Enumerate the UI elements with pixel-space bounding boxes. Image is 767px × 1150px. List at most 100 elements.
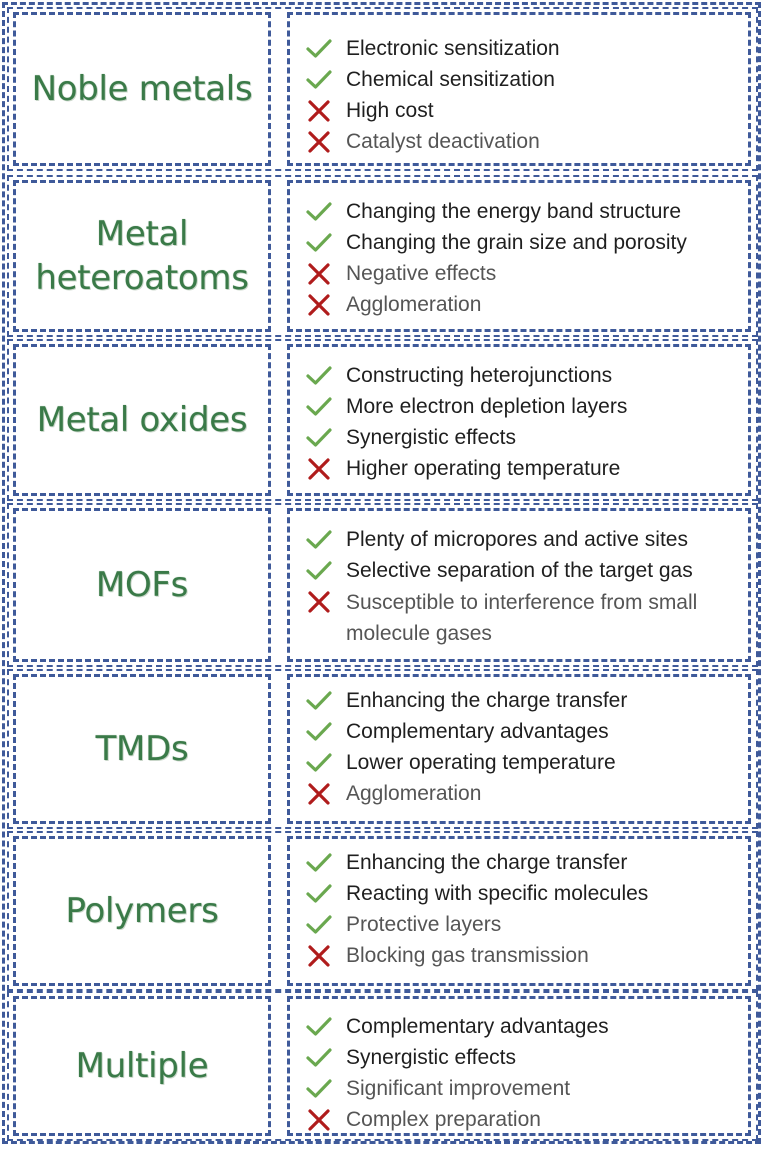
feature-text: Electronic sensitization bbox=[346, 37, 560, 60]
feature-item: Synergistic effects bbox=[306, 1043, 748, 1074]
cross-icon bbox=[306, 127, 346, 157]
feature-item: Complex preparation bbox=[306, 1105, 748, 1136]
feature-item: Catalyst deactivation bbox=[306, 127, 748, 158]
check-icon bbox=[306, 361, 346, 391]
feature-text: High cost bbox=[346, 99, 434, 122]
feature-text: Plenty of micropores and active sites bbox=[346, 528, 688, 551]
row-border bbox=[7, 503, 758, 667]
feature-item: More electron depletion layers bbox=[306, 392, 748, 423]
check-icon bbox=[306, 34, 346, 64]
check-icon bbox=[306, 556, 346, 586]
feature-item: Higher operating temperature bbox=[306, 454, 748, 485]
category-label: Metal oxides bbox=[36, 400, 248, 440]
row-polymers: Polymers Enhancing the charge transfer R… bbox=[7, 831, 758, 991]
category-box: Metal heteroatoms bbox=[13, 180, 271, 332]
features-box: Constructing heterojunctions More electr… bbox=[287, 344, 751, 496]
check-icon bbox=[306, 228, 346, 258]
row-metal-oxides: Metal oxides Constructing heterojunction… bbox=[7, 339, 758, 501]
check-icon bbox=[306, 423, 346, 453]
feature-item: Enhancing the charge transfer bbox=[306, 686, 748, 717]
check-icon bbox=[306, 197, 346, 227]
cross-icon bbox=[306, 779, 346, 809]
check-icon bbox=[306, 848, 346, 878]
row-tmds: TMDs Enhancing the charge transfer Compl… bbox=[7, 669, 758, 829]
feature-text: Selective separation of the target gas bbox=[346, 559, 693, 582]
feature-item: Protective layers bbox=[306, 910, 748, 941]
category-box: Polymers bbox=[13, 836, 271, 986]
check-icon bbox=[306, 748, 346, 778]
feature-item: Enhancing the charge transfer bbox=[306, 848, 748, 879]
row-border bbox=[7, 7, 758, 171]
features-box: Enhancing the charge transfer Complement… bbox=[287, 674, 751, 824]
category-label: Noble metals bbox=[31, 69, 253, 109]
feature-item: Electronic sensitization bbox=[306, 34, 748, 65]
feature-text: Enhancing the charge transfer bbox=[346, 851, 628, 874]
feature-text: Changing the energy band structure bbox=[346, 200, 682, 223]
row-border bbox=[7, 339, 758, 501]
feature-text: Complementary advantages bbox=[346, 720, 609, 743]
cross-icon bbox=[306, 587, 346, 617]
category-label: TMDs bbox=[95, 729, 189, 769]
category-box: MOFs bbox=[13, 508, 271, 662]
feature-text: Lower operating temperature bbox=[346, 751, 616, 774]
category-label: Polymers bbox=[65, 891, 219, 931]
feature-text: Negative effects bbox=[346, 262, 497, 285]
feature-text: Enhancing the charge transfer bbox=[346, 689, 628, 712]
category-box: Noble metals bbox=[13, 12, 271, 166]
row-border bbox=[7, 669, 758, 829]
feature-text: Chemical sensitization bbox=[346, 68, 555, 91]
feature-item: Chemical sensitization bbox=[306, 65, 748, 96]
row-mofs: MOFs Plenty of micropores and active sit… bbox=[7, 503, 758, 667]
category-box: Metal oxides bbox=[13, 344, 271, 496]
check-icon bbox=[306, 525, 346, 555]
feature-item: Constructing heterojunctions bbox=[306, 361, 748, 392]
feature-text: Synergistic effects bbox=[346, 426, 517, 449]
feature-item: Susceptible to interference from small m… bbox=[306, 587, 748, 649]
feature-text: Agglomeration bbox=[346, 782, 482, 805]
feature-item: Blocking gas transmission bbox=[306, 941, 748, 972]
feature-text: Significant improvement bbox=[346, 1077, 571, 1100]
category-box: TMDs bbox=[13, 674, 271, 824]
feature-item: Lower operating temperature bbox=[306, 748, 748, 779]
category-box: Multiple bbox=[13, 996, 271, 1136]
features-box: Plenty of micropores and active sites Se… bbox=[287, 508, 751, 662]
check-icon bbox=[306, 1074, 346, 1104]
feature-item: Significant improvement bbox=[306, 1074, 748, 1105]
feature-text: Higher operating temperature bbox=[346, 457, 621, 480]
comparison-table: Noble metals Electronic sensitization Ch… bbox=[7, 7, 758, 1141]
category-label: MOFs bbox=[95, 565, 189, 605]
feature-item: Agglomeration bbox=[306, 290, 748, 321]
cross-icon bbox=[306, 96, 346, 126]
row-metal-heteroatoms: Metal heteroatoms Changing the energy ba… bbox=[7, 175, 758, 337]
feature-text: Protective layers bbox=[346, 913, 502, 936]
feature-item: Selective separation of the target gas bbox=[306, 556, 748, 587]
feature-text: More electron depletion layers bbox=[346, 395, 628, 418]
feature-item: High cost bbox=[306, 96, 748, 127]
feature-text: Susceptible to interference from small m… bbox=[346, 591, 698, 645]
feature-text: Changing the grain size and porosity bbox=[346, 231, 687, 254]
feature-item: Reacting with specific molecules bbox=[306, 879, 748, 910]
features-box: Complementary advantages Synergistic eff… bbox=[287, 996, 751, 1136]
feature-text: Blocking gas transmission bbox=[346, 944, 589, 967]
feature-text: Synergistic effects bbox=[346, 1046, 517, 1069]
check-icon bbox=[306, 1012, 346, 1042]
feature-text: Constructing heterojunctions bbox=[346, 364, 613, 387]
feature-text: Reacting with specific molecules bbox=[346, 882, 649, 905]
check-icon bbox=[306, 717, 346, 747]
cross-icon bbox=[306, 941, 346, 971]
row-noble-metals: Noble metals Electronic sensitization Ch… bbox=[7, 7, 758, 171]
feature-item: Changing the grain size and porosity bbox=[306, 228, 748, 259]
category-label: Metal heteroatoms bbox=[35, 214, 249, 298]
cross-icon bbox=[306, 290, 346, 320]
check-icon bbox=[306, 879, 346, 909]
feature-item: Synergistic effects bbox=[306, 423, 748, 454]
feature-text: Agglomeration bbox=[346, 293, 482, 316]
check-icon bbox=[306, 910, 346, 940]
feature-text: Complex preparation bbox=[346, 1108, 541, 1131]
feature-text: Catalyst deactivation bbox=[346, 130, 540, 153]
feature-item: Negative effects bbox=[306, 259, 748, 290]
feature-item: Changing the energy band structure bbox=[306, 197, 748, 228]
check-icon bbox=[306, 392, 346, 422]
feature-item: Complementary advantages bbox=[306, 1012, 748, 1043]
